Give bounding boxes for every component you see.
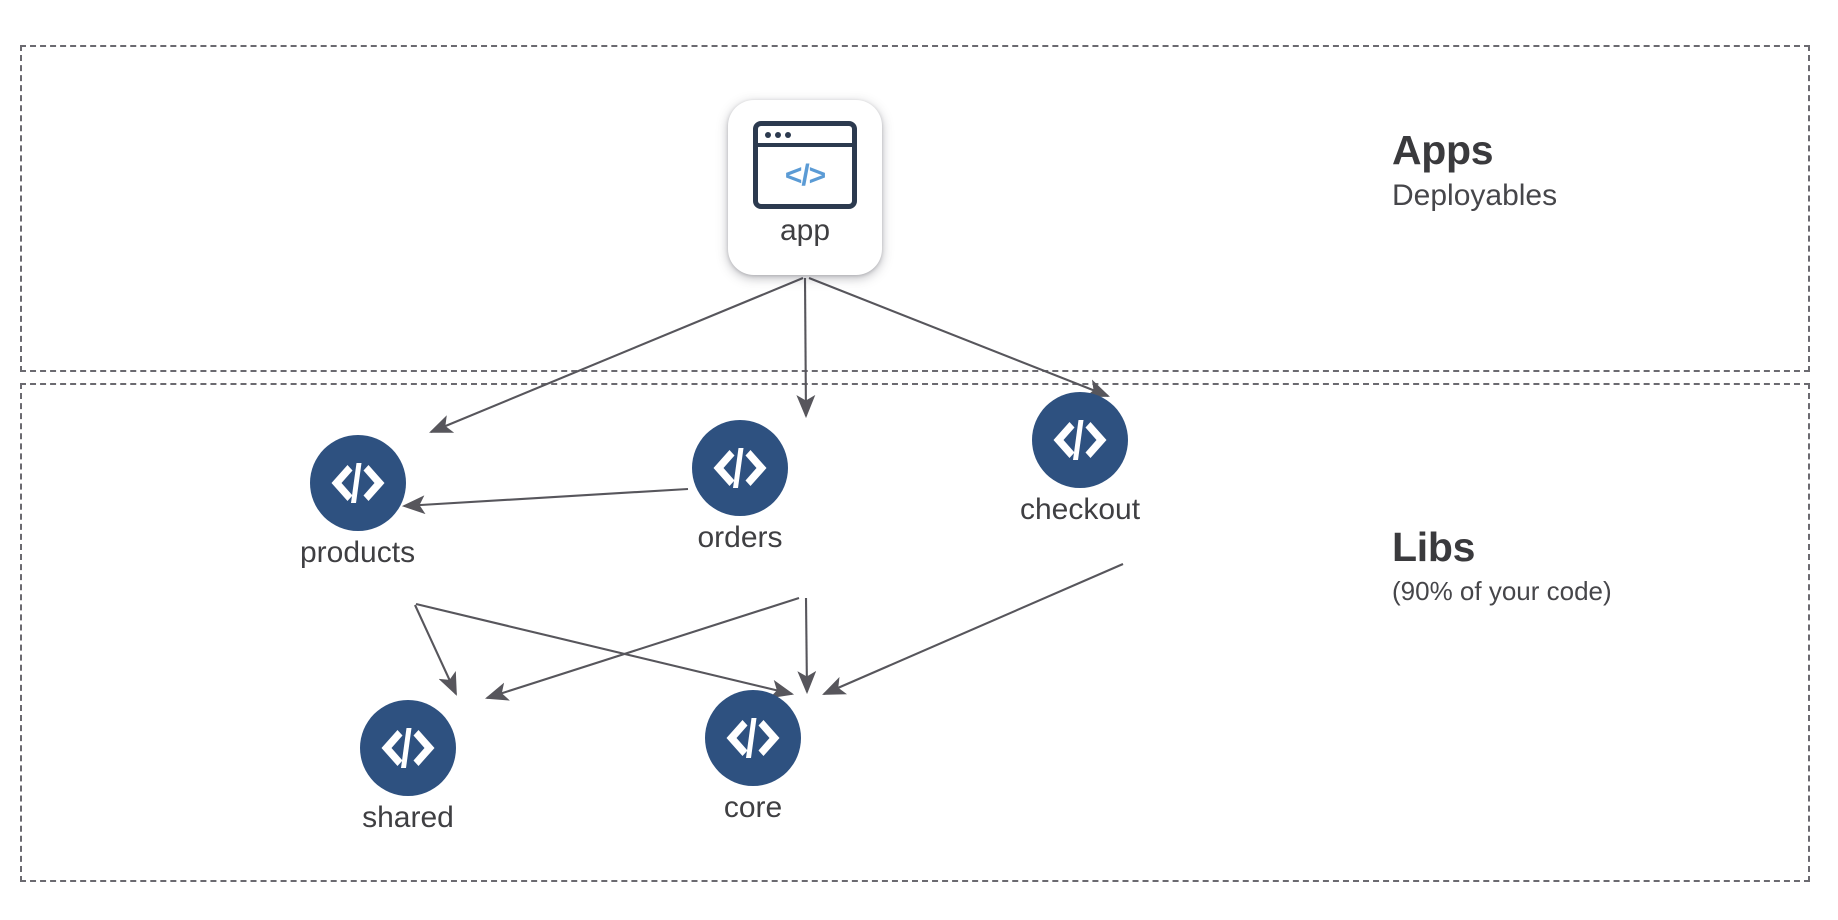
node-shared-label: shared	[362, 801, 454, 834]
node-shared[interactable]: shared	[360, 700, 456, 834]
code-brackets-icon	[360, 700, 456, 796]
zone-libs	[20, 383, 1810, 882]
code-brackets-icon	[692, 420, 788, 516]
zone-apps-subtitle: Deployables	[1392, 179, 1558, 213]
node-core[interactable]: core	[705, 690, 801, 824]
node-app[interactable]: </> app	[728, 100, 882, 275]
code-brackets-icon	[705, 690, 801, 786]
node-products[interactable]: products	[300, 435, 415, 569]
browser-titlebar	[758, 126, 852, 147]
node-products-label: products	[300, 536, 416, 569]
browser-dot-3	[785, 131, 791, 138]
node-checkout-label: checkout	[1020, 493, 1141, 526]
code-brackets-icon	[1032, 392, 1129, 488]
node-core-label: core	[723, 791, 783, 824]
node-orders[interactable]: orders	[692, 420, 788, 554]
node-app-label: app	[779, 214, 831, 247]
browser-dot-2	[775, 131, 781, 138]
zone-apps-caption: Apps Deployables	[1392, 128, 1557, 215]
zone-libs-title: Libs	[1392, 524, 1476, 570]
zone-apps-title: Apps	[1392, 127, 1494, 173]
browser-window-code-icon: </>	[753, 121, 857, 209]
zone-libs-caption: Libs (90% of your code)	[1392, 525, 1612, 608]
zone-libs-subtitle: (90% of your code)	[1392, 576, 1612, 607]
code-brackets-icon	[309, 435, 406, 531]
node-orders-label: orders	[697, 521, 783, 554]
browser-dot-1	[765, 131, 771, 138]
code-brackets-glyph: </>	[784, 158, 826, 192]
browser-content: </>	[758, 147, 852, 204]
node-checkout[interactable]: checkout	[1020, 392, 1140, 526]
